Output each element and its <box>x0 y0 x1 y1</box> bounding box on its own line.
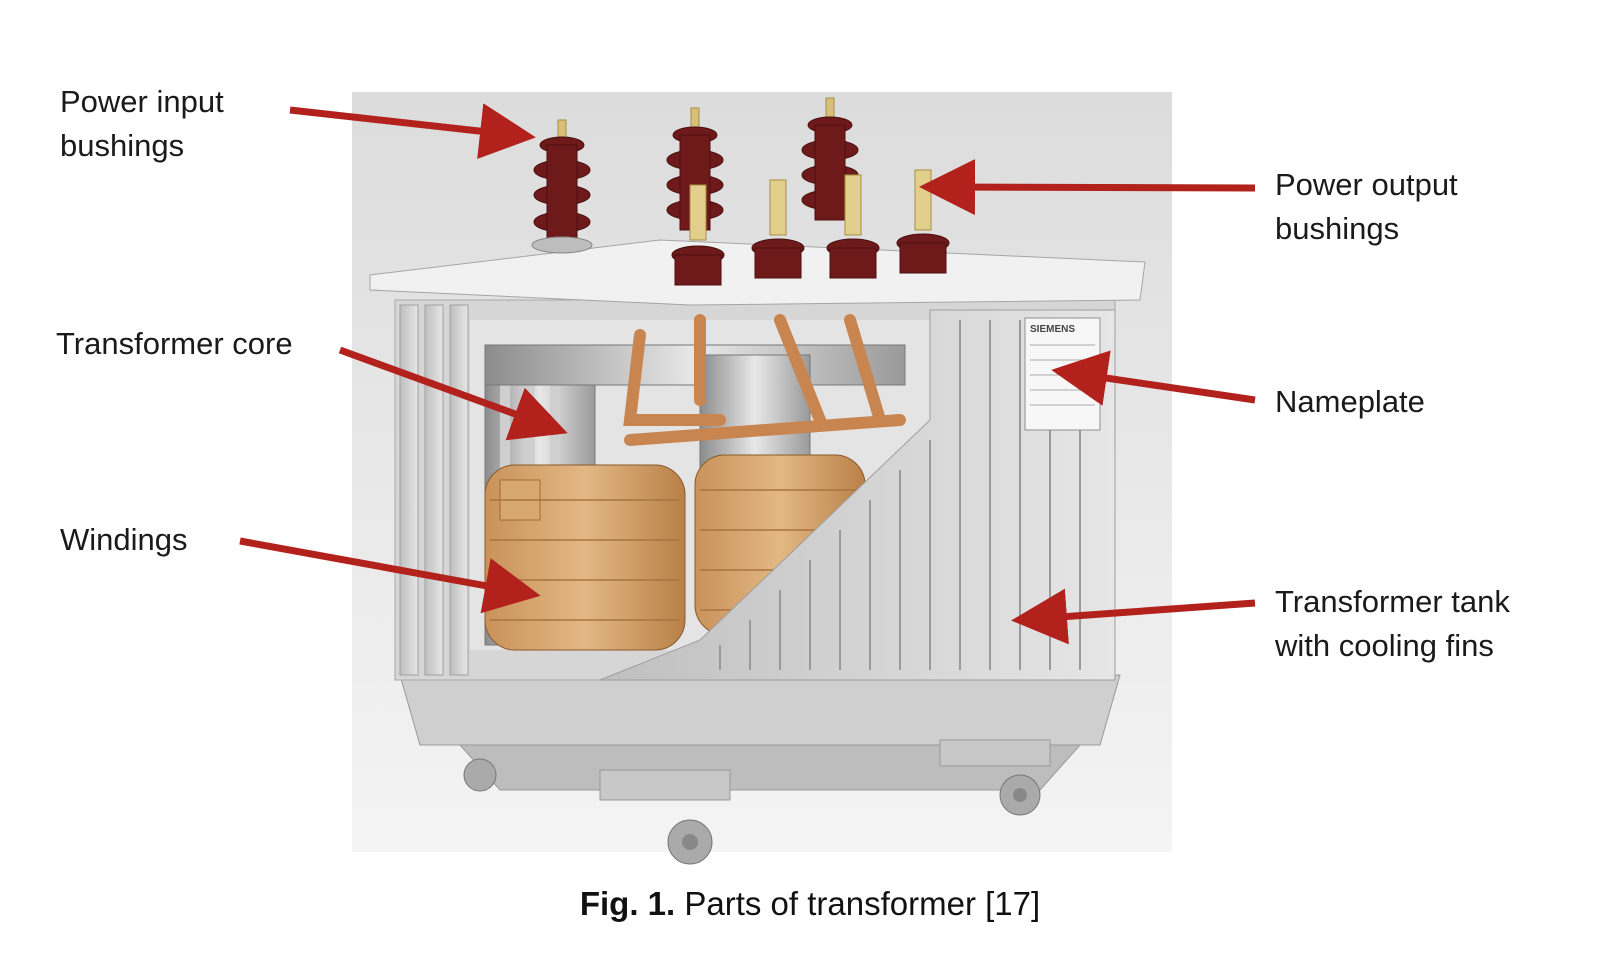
caption-text: Parts of transformer [17] <box>675 885 1041 922</box>
wheel-icon <box>463 758 497 792</box>
windings <box>484 454 866 651</box>
arrow-tank <box>1011 588 1256 645</box>
figure-caption: Fig. 1. Parts of transformer [17] <box>0 885 1620 923</box>
arrow-core <box>338 346 568 441</box>
label-transformer-core: Transformer core <box>56 326 293 361</box>
callout-arrows <box>239 103 1256 645</box>
label-power-output-bushings: Power output bushings <box>1275 167 1458 246</box>
label-windings: Windings <box>60 522 188 557</box>
label-transformer-tank: Transformer tank with cooling fins <box>1275 584 1510 663</box>
label-nameplate: Nameplate <box>1275 384 1425 419</box>
label-power-input-bushings: Power input bushings <box>60 84 224 163</box>
transformer-base <box>399 674 1121 865</box>
caption-prefix: Fig. 1. <box>579 885 676 922</box>
arrow-power-output <box>919 159 1256 216</box>
power-output-bushings <box>671 169 950 286</box>
copper-leads <box>623 314 906 446</box>
left-cooling-fins <box>399 304 469 676</box>
nameplate-brand: SIEMENS <box>1030 324 1075 335</box>
arrow-nameplate <box>1051 350 1256 406</box>
arrow-power-input <box>289 103 536 159</box>
arrow-windings <box>239 537 541 614</box>
